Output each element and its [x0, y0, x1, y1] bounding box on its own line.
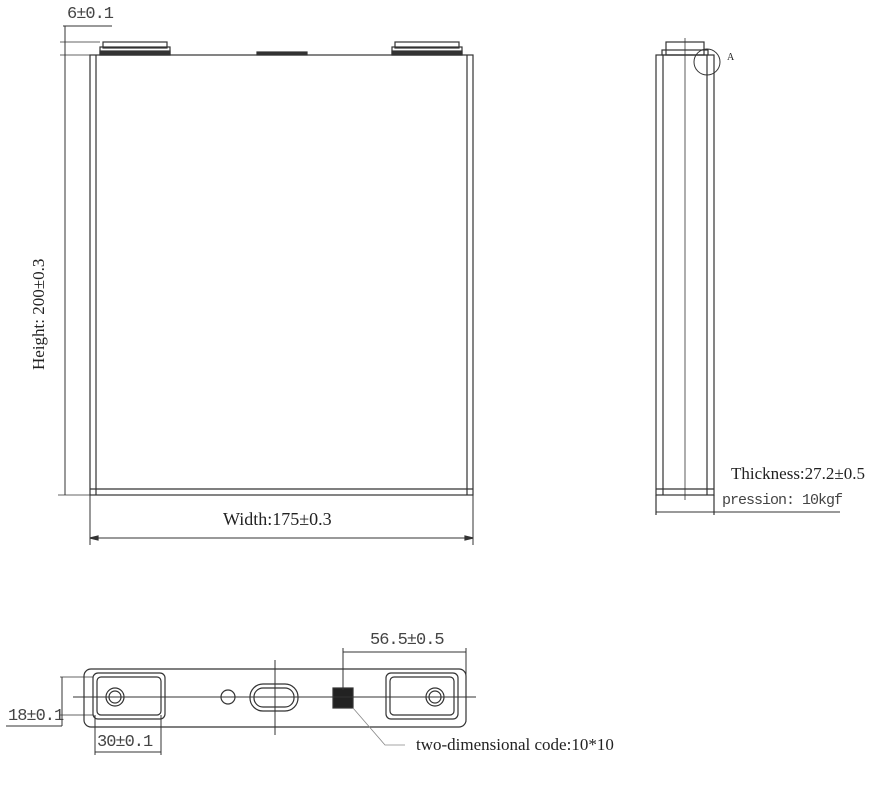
thickness-dimension: Thickness:27.2±0.5 [731, 464, 865, 483]
terminal-height-dimension: 6±0.1 [67, 5, 114, 24]
code-offset-dimension: 56.5±0.5 [370, 631, 445, 650]
width-dimension: Width:175±0.3 [223, 509, 332, 529]
code-callout: two-dimensional code:10*10 [416, 735, 614, 754]
terminal-width-dimension: 30±0.1 [97, 733, 153, 752]
top-view [6, 648, 476, 755]
terminal-depth-dimension: 18±0.1 [8, 707, 64, 726]
pression-note: pression: 10kgf [722, 492, 843, 509]
detail-marker-a: A [727, 52, 735, 63]
side-view [655, 38, 840, 515]
height-dimension: Height: 200±0.3 [29, 258, 48, 370]
front-view [58, 25, 474, 545]
